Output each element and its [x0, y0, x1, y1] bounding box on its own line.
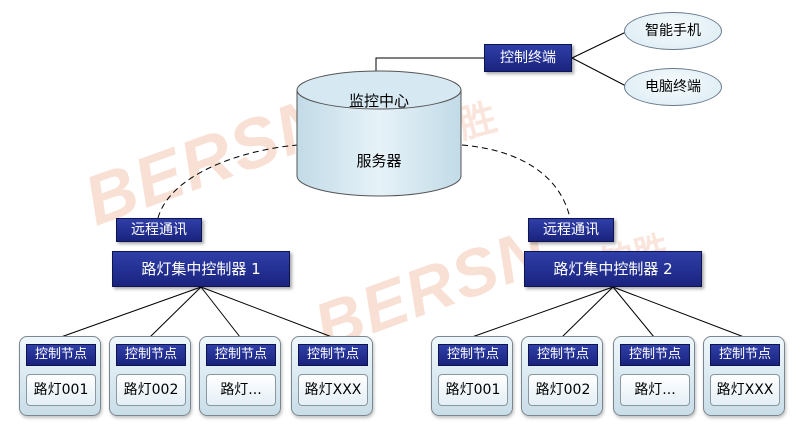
- streetlight-label: 路灯002: [116, 374, 186, 406]
- pc-terminal-node: 电脑终端: [624, 68, 722, 106]
- control-node: 控制节点 路灯001: [431, 336, 513, 416]
- control-node: 控制节点 路灯XXX: [291, 336, 373, 416]
- terminal-phone-link: [571, 31, 627, 59]
- control-node-header: 控制节点: [620, 344, 690, 366]
- server-cylinder: [296, 70, 462, 198]
- conc2-node3-link: [612, 286, 655, 338]
- remote-comm-label-2: 远程通讯: [528, 218, 614, 242]
- control-node-header: 控制节点: [298, 344, 368, 366]
- control-node-header: 控制节点: [438, 344, 508, 366]
- control-node-header: 控制节点: [116, 344, 186, 366]
- control-node: 控制节点 路灯002: [109, 336, 191, 416]
- dashed-link-right: [461, 144, 571, 219]
- streetlight-label: 路灯001: [26, 374, 96, 406]
- conc1-node1-link: [60, 286, 202, 338]
- conc1-node3-link: [200, 286, 241, 338]
- streetlight-label: 路灯...: [620, 374, 690, 406]
- control-terminal-box: 控制终端: [484, 44, 572, 72]
- control-node: 控制节点 路灯XXX: [703, 336, 785, 416]
- database-icon: [296, 70, 462, 197]
- conc2-node2-link: [561, 286, 614, 338]
- control-node: 控制节点 路灯...: [199, 336, 281, 416]
- control-node: 控制节点 路灯001: [19, 336, 101, 416]
- dashed-link-left: [157, 144, 299, 219]
- conc1-node4-link: [200, 286, 333, 338]
- streetlight-label: 路灯XXX: [298, 374, 368, 406]
- concentrator-2: 路灯集中控制器 2: [524, 251, 702, 287]
- control-node: 控制节点 路灯...: [613, 336, 695, 416]
- control-node-header: 控制节点: [206, 344, 276, 366]
- control-node-header: 控制节点: [528, 344, 598, 366]
- control-node-header: 控制节点: [710, 344, 780, 366]
- conc2-node4-link: [612, 286, 745, 338]
- smartphone-node: 智能手机: [624, 12, 722, 50]
- control-node-header: 控制节点: [26, 344, 96, 366]
- monitor-center-label: 监控中心: [348, 92, 409, 110]
- concentrator-1: 路灯集中控制器 1: [112, 251, 290, 287]
- terminal-pc-link: [571, 57, 627, 87]
- conc1-node2-link: [149, 286, 202, 338]
- streetlight-label: 路灯XXX: [710, 374, 780, 406]
- conc2-node1-link: [471, 286, 614, 338]
- server-label: 服务器: [356, 152, 402, 170]
- streetlight-label: 路灯...: [206, 374, 276, 406]
- streetlight-label: 路灯001: [438, 374, 508, 406]
- control-node: 控制节点 路灯002: [521, 336, 603, 416]
- remote-comm-label-1: 远程通讯: [116, 218, 202, 242]
- streetlight-label: 路灯002: [528, 374, 598, 406]
